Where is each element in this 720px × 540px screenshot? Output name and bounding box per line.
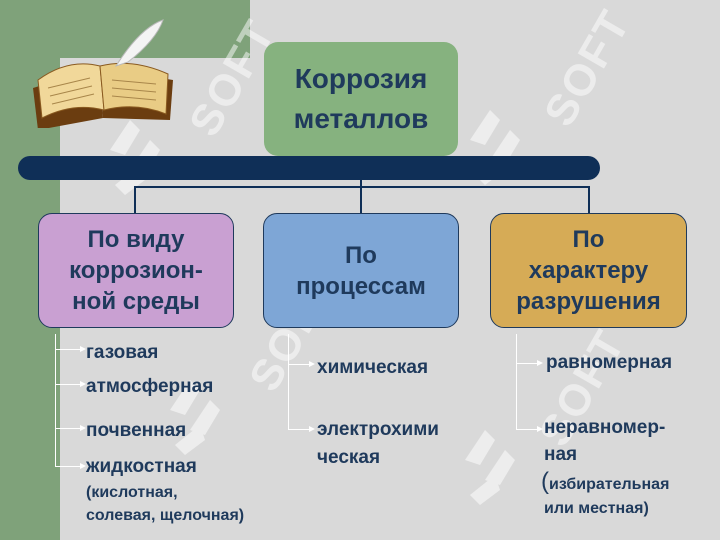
arrow-icon [55,463,86,469]
list-item-note: (кислотная, [86,484,178,501]
watermark-logo-icon [470,110,520,185]
list-item-note: или местная) [544,500,649,517]
arrow-icon [288,426,315,432]
tree-line [288,334,289,430]
category-label: По виду [87,226,185,253]
list-item: атмосферная [86,376,214,397]
connector-line [134,186,136,214]
connector-line [360,180,362,188]
connector-bar [18,156,600,180]
arrow-icon [55,381,86,387]
arrow-icon [516,360,543,366]
paren-text: ( [541,468,549,495]
list-item: равномерная [546,352,673,373]
category-box-destruction: По характеру разрушения [490,213,687,328]
title-box: Коррозия металлов [264,42,458,156]
category-label: разрушения [516,288,661,315]
watermark-logo-icon [110,120,160,195]
category-label: По [345,241,377,269]
list-item: жидкостная [86,456,197,477]
watermark-logo-icon [465,430,515,505]
tree-line [516,334,517,430]
list-item: химическая [317,357,429,378]
watermark-text: SOFT [535,1,641,135]
title-line-1: Коррозия [294,63,428,94]
top-green-strip [0,0,250,58]
category-box-environment: По виду коррозион- ной среды [38,213,234,328]
list-item-note: солевая, щелочная) [86,507,245,524]
category-box-processes: По процессам [263,213,459,328]
category-label: коррозион- [69,257,203,284]
arrow-icon [55,346,86,352]
title-line-2: металлов [293,103,429,134]
list-item: электрохими [317,419,439,440]
watermark-logo-icon [170,380,220,455]
open-book-with-quill-icon [33,19,173,128]
arrow-icon [288,361,315,367]
note-text: избирательная [549,476,670,493]
list-item: неравномер- [544,417,666,438]
category-label: процессам [296,272,426,300]
category-label: характеру [528,257,649,284]
tree-line [55,334,56,467]
list-item-note: (избирательная [541,470,669,496]
category-label: По [572,226,605,253]
connector-line [588,186,590,214]
list-item: ная [544,444,578,465]
arrow-icon [516,426,543,432]
category-label: ной среды [72,288,200,315]
list-item: ческая [317,447,381,468]
list-item: газовая [86,342,159,363]
list-item: почвенная [86,420,187,441]
arrow-icon [55,425,86,431]
connector-line [360,186,362,214]
